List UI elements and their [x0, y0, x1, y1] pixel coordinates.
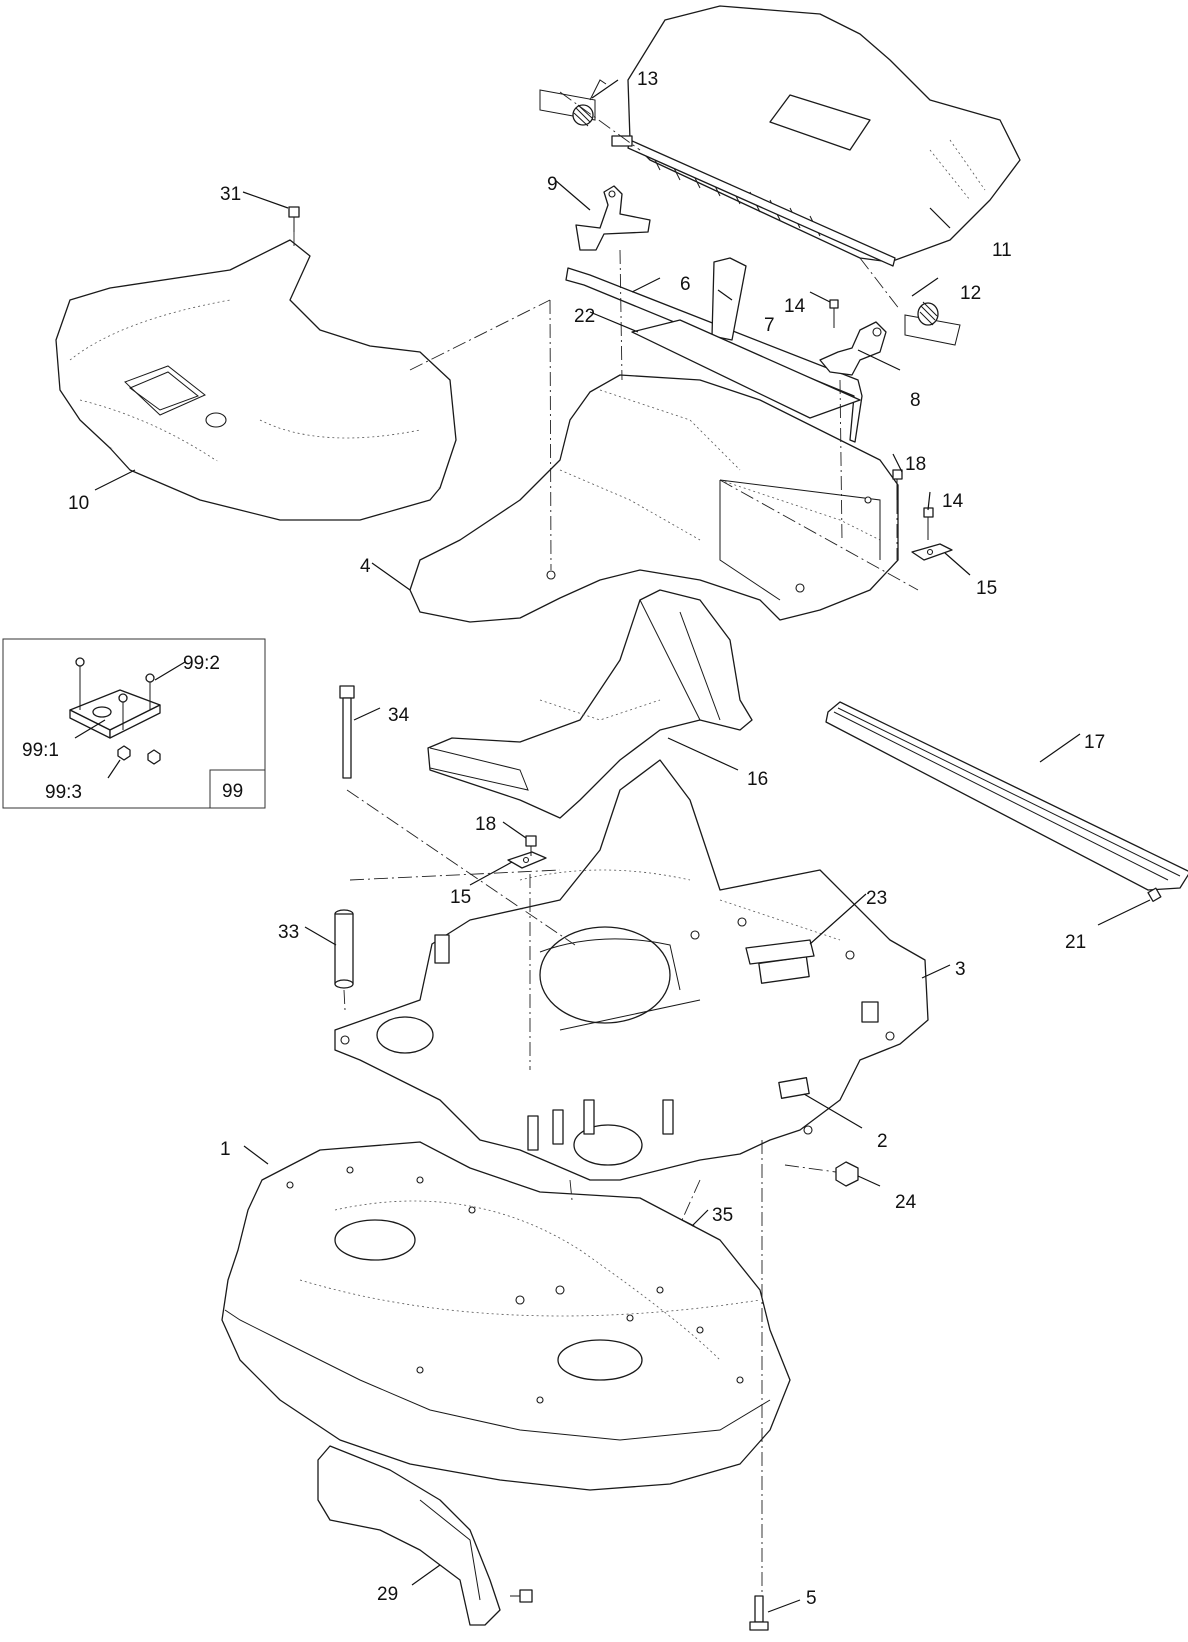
part-33-spacer — [334, 909, 354, 989]
callout-10: 10 — [68, 493, 89, 514]
inset-label-99-1: 99:1 — [22, 740, 59, 761]
callout-2: 2 — [877, 1131, 888, 1152]
leader-lines — [94, 79, 1151, 1613]
part-16-duct — [427, 589, 753, 819]
callout-14-right: 14 — [942, 491, 964, 512]
callout-33: 33 — [278, 922, 299, 943]
part-8-bracket — [819, 321, 887, 376]
callout-9: 9 — [547, 174, 558, 195]
part-15-bracket-lower — [507, 851, 547, 869]
callout-labels: 13 31 9 11 12 14 6 7 22 8 18 14 15 10 4 … — [68, 69, 1105, 1609]
part-7-handle — [711, 257, 747, 341]
callout-34: 34 — [388, 705, 410, 726]
part-34-long-bolt — [339, 685, 355, 779]
inset-label-99-3: 99:3 — [45, 782, 82, 803]
callout-14-top: 14 — [784, 296, 806, 317]
part-4-shroud — [409, 374, 899, 623]
part-3-deck-housing — [334, 759, 929, 1181]
callout-5: 5 — [806, 1588, 817, 1609]
part-14-bolt-upper — [829, 299, 839, 328]
callout-31: 31 — [220, 184, 241, 205]
callout-1: 1 — [220, 1139, 231, 1160]
callout-17: 17 — [1084, 732, 1105, 753]
part-11-cover — [611, 5, 1021, 267]
callout-29: 29 — [377, 1584, 398, 1605]
callout-11: 11 — [992, 240, 1012, 261]
callout-6: 6 — [680, 274, 691, 295]
part-18-bolt-lower — [525, 835, 537, 856]
callout-15-lower: 15 — [450, 887, 471, 908]
part-18-bolt-upper — [892, 469, 903, 500]
callout-3: 3 — [955, 959, 966, 980]
part-9-bracket — [575, 185, 651, 251]
part-10-cover — [55, 239, 457, 521]
part-22-decal — [631, 319, 861, 419]
callout-24: 24 — [895, 1192, 917, 1213]
callout-23: 23 — [866, 888, 887, 909]
part-31-bolt — [288, 206, 300, 232]
part-15-bracket-upper — [911, 543, 953, 561]
part-5-bolt — [749, 1595, 769, 1631]
part-14-bolt-right — [923, 507, 934, 540]
assembly-lines — [293, 91, 919, 1596]
inset-kit-number: 99 — [222, 781, 243, 802]
part-29-deflector — [317, 1445, 533, 1626]
callout-18-lower: 18 — [475, 814, 496, 835]
callout-16: 16 — [747, 769, 768, 790]
callout-8: 8 — [910, 390, 921, 411]
callout-13: 13 — [637, 69, 658, 90]
inset-kit-99: 99:2 99:1 99:3 99 — [2, 638, 266, 809]
callout-35: 35 — [712, 1205, 733, 1226]
part-12-spring — [904, 301, 961, 346]
callout-4: 4 — [360, 556, 371, 577]
part-23-decal — [745, 939, 815, 965]
part-24-nut — [835, 1161, 859, 1187]
callout-15-right: 15 — [976, 578, 997, 599]
part-21-screw — [1147, 887, 1162, 902]
part-1-deck — [221, 1141, 791, 1491]
callout-22: 22 — [574, 306, 595, 327]
callout-12: 12 — [960, 283, 981, 304]
callout-7: 7 — [764, 315, 775, 336]
callout-18-top: 18 — [905, 454, 926, 475]
callout-21: 21 — [1065, 932, 1086, 953]
inset-label-99-2: 99:2 — [183, 653, 220, 674]
part-13-spring — [539, 79, 607, 127]
part-17-rail — [825, 701, 1188, 891]
